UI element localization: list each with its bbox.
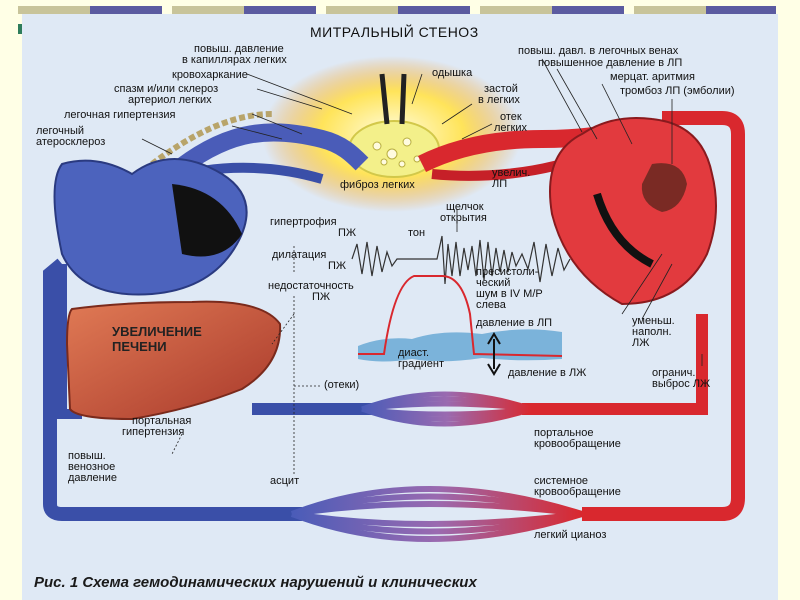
label-dyspnea: одышка <box>432 67 473 79</box>
label-portal-circ-2: кровообращение <box>534 438 621 450</box>
label-ascites: асцит <box>270 475 300 487</box>
portal-artery <box>522 314 708 415</box>
label-edema-2: легких <box>494 122 528 134</box>
label-pulm-hypertension: легочная гипертензия <box>64 109 176 121</box>
label-rv-hypertrophy-2: ПЖ <box>338 227 357 239</box>
label-la-pressure-curve: давление в ЛП <box>476 317 553 329</box>
label-la-enlarge-1: увелич. <box>492 167 531 179</box>
label-presystolic-3: шум в IV М/Р <box>476 288 543 300</box>
slide-decoration-bar <box>0 0 800 18</box>
portal-capillaries <box>361 391 533 427</box>
label-rv-hypertrophy-1: гипертрофия <box>270 216 337 228</box>
label-opening-snap-2: открытия <box>440 212 487 224</box>
thrombus <box>641 163 687 212</box>
label-lv-pressure-curve: давление в ЛЖ <box>508 367 587 379</box>
label-cyanosis: легкий цианоз <box>534 529 607 541</box>
label-edema-1: отек <box>500 111 522 123</box>
label-output-1: огранич. <box>652 367 696 379</box>
label-presystolic-1: пресистоли- <box>476 266 539 278</box>
label-rv-failure-2: ПЖ <box>312 291 331 303</box>
label-la-pressure: повышенное давление в ЛП <box>538 57 683 69</box>
label-lv-fill-1: уменьш. <box>632 315 675 327</box>
label-pulm-athero-2: атеросклероз <box>36 136 106 148</box>
label-venous-2: венозное <box>68 461 116 473</box>
label-portal-ht-1: портальная <box>132 415 192 427</box>
label-venous-1: повыш. <box>68 450 106 462</box>
label-tone: тон <box>408 227 426 239</box>
label-congestion-2: в легких <box>478 94 520 106</box>
label-portal-circ-1: портальное <box>534 427 594 439</box>
label-la-enlarge-2: ЛП <box>492 178 508 190</box>
label-cap-pressure-1: повыш. давление <box>194 43 284 55</box>
systemic-return-vein <box>43 258 302 521</box>
diagram-title: МИТРАЛЬНЫЙ СТЕНОЗ <box>310 24 479 40</box>
label-rv-dilatation-2: ПЖ <box>328 260 347 272</box>
lv-pressure-curve <box>358 275 563 357</box>
trachea <box>379 73 407 125</box>
liver-return <box>57 264 82 419</box>
label-opening-snap-1: щелчок <box>446 201 484 213</box>
systemic-artery <box>582 111 745 521</box>
label-output-2: выброс ЛЖ <box>652 378 711 390</box>
label-congestion-1: застой <box>484 83 518 95</box>
la-pressure-fill <box>358 329 562 362</box>
label-systemic-circ-1: системное <box>534 475 589 487</box>
diagram-graphics <box>43 56 745 542</box>
label-pulm-athero-1: легочный <box>36 125 85 137</box>
label-spasm-2: артериол легких <box>128 94 212 106</box>
label-liver-1: УВЕЛИЧЕНИЕ <box>112 324 202 339</box>
label-cap-pressure-2: в капиллярах легких <box>182 54 287 66</box>
label-lv-fill-2: наполн. <box>632 326 672 338</box>
label-liver-2: ПЕЧЕНИ <box>112 339 167 354</box>
hemodynamics-diagram: МИТРАЛЬНЫЙ СТЕНОЗ повыш. давление в капи… <box>22 14 778 600</box>
label-afib: мерцат. аритмия <box>610 71 695 83</box>
label-portal-ht-2: гипертензия <box>122 426 185 438</box>
label-presystolic-2: ческий <box>476 277 511 289</box>
label-pv-pressure: повыш. давл. в легочных венах <box>518 45 679 57</box>
figure-caption: Рис. 1 Схема гемодинамических нарушений … <box>34 574 477 591</box>
label-venous-3: давление <box>68 472 118 484</box>
systemic-capillaries <box>290 486 583 542</box>
label-rv-failure-1: недостаточность <box>268 280 354 292</box>
label-la-thrombosis: тромбоз ЛП (эмболии) <box>620 85 735 97</box>
label-hemoptysis: кровохаркание <box>172 69 248 81</box>
label-rv-dilatation-1: дилатация <box>272 249 327 261</box>
label-peripheral-edema: (отеки) <box>324 379 360 391</box>
label-fibrosis: фиброз легких <box>340 179 415 191</box>
label-systemic-circ-2: кровообращение <box>534 486 621 498</box>
label-diast-1: диаст. <box>398 347 430 359</box>
phonocardiogram <box>351 235 571 285</box>
label-spasm-1: спазм и/или склероз <box>114 83 219 95</box>
liver <box>65 300 282 421</box>
label-lv-fill-3: ЛЖ <box>632 337 650 349</box>
label-presystolic-4: слева <box>476 299 506 311</box>
label-diast-2: градиент <box>398 358 445 370</box>
left-heart <box>549 117 717 306</box>
